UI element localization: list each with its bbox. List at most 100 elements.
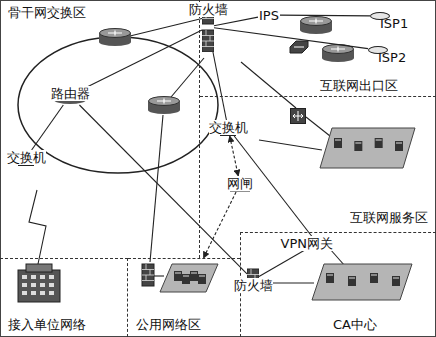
vpn-symbol bbox=[307, 241, 327, 245]
fw2-symbol bbox=[202, 30, 214, 52]
building-symbol bbox=[31, 291, 36, 295]
router-symbol bbox=[54, 91, 86, 100]
building-symbol bbox=[18, 264, 60, 302]
wireless-link bbox=[29, 190, 46, 264]
firewall-symbol bbox=[142, 264, 154, 286]
zone-heading: 公用网络区 bbox=[136, 317, 201, 332]
firewall-symbol bbox=[142, 280, 154, 281]
router-symbol bbox=[99, 29, 131, 47]
zone-heading: 接入单位网络 bbox=[8, 317, 86, 332]
device-label: 交换机 bbox=[209, 120, 248, 135]
switch-symbol bbox=[19, 151, 34, 166]
fw2-symbol bbox=[210, 8, 211, 14]
router-symbol bbox=[108, 31, 122, 36]
vpn-symbol bbox=[302, 238, 333, 249]
building-symbol bbox=[18, 270, 60, 302]
device-label: IPS bbox=[259, 8, 279, 23]
fw1-symbol bbox=[251, 269, 252, 275]
link-line bbox=[79, 105, 247, 274]
ips-symbol bbox=[294, 47, 304, 48]
building-symbol bbox=[22, 291, 27, 295]
firewall-symbol bbox=[146, 275, 147, 281]
device-label: 防火墙 bbox=[189, 2, 228, 17]
device-node: IPS bbox=[258, 8, 280, 22]
server-cluster bbox=[327, 274, 333, 276]
fw1-symbol bbox=[247, 269, 259, 291]
router-symbol bbox=[99, 38, 131, 46]
firewall-symbol bbox=[142, 275, 154, 276]
link-line bbox=[203, 192, 236, 258]
building-symbol bbox=[22, 283, 27, 287]
router-symbol bbox=[54, 96, 86, 104]
wire bbox=[241, 62, 296, 108]
link-line bbox=[32, 105, 64, 150]
ips-symbol bbox=[260, 9, 278, 21]
device-label: 交换机 bbox=[7, 150, 46, 165]
link-line bbox=[214, 28, 368, 49]
switch-symbol bbox=[223, 123, 233, 133]
device-label: 网闸 bbox=[227, 176, 253, 191]
server-cluster bbox=[312, 264, 412, 300]
server-cluster bbox=[320, 128, 415, 168]
zone-heading: CA中心 bbox=[333, 317, 377, 332]
link-line bbox=[213, 52, 226, 120]
zone-heading: 互联网出口区 bbox=[320, 78, 398, 93]
server-cluster bbox=[183, 275, 189, 277]
fw2-symbol bbox=[206, 30, 207, 36]
server-cluster bbox=[335, 139, 341, 141]
fw1-symbol bbox=[251, 280, 252, 286]
device-label: VPN网关 bbox=[281, 236, 333, 251]
fw2-symbol bbox=[206, 13, 207, 19]
fw2-symbol bbox=[202, 18, 214, 19]
fw2-symbol bbox=[202, 7, 214, 8]
wire bbox=[166, 58, 204, 103]
link-line bbox=[86, 30, 202, 88]
device-node: 交换机 bbox=[220, 120, 236, 136]
wire bbox=[306, 117, 330, 136]
server-cluster bbox=[375, 138, 383, 148]
router-symbol bbox=[100, 29, 131, 38]
device-node: 网闸 bbox=[230, 176, 250, 192]
server-cluster bbox=[395, 141, 403, 151]
server-cluster bbox=[320, 128, 415, 168]
server-cluster bbox=[370, 273, 378, 283]
ips-symbol bbox=[264, 15, 274, 16]
fw1-symbol bbox=[247, 274, 259, 275]
fw2-symbol bbox=[202, 46, 214, 47]
gap-symbol bbox=[233, 182, 247, 187]
server-cluster bbox=[393, 277, 399, 279]
router-symbol bbox=[322, 54, 354, 62]
zone-region: 骨干网交换区路由器交换机 bbox=[0, 0, 200, 258]
fw2-symbol bbox=[202, 13, 214, 14]
zone-region: 接入单位网络 bbox=[0, 258, 128, 337]
zone-region: CA中心VPN网关防火墙 bbox=[240, 232, 436, 337]
ips-symbol bbox=[290, 41, 308, 53]
device-label: ISP2 bbox=[378, 50, 406, 65]
building-symbol bbox=[40, 291, 45, 295]
server-cluster bbox=[354, 141, 362, 151]
link-line bbox=[280, 15, 370, 17]
switch-symbol bbox=[221, 121, 236, 136]
building-symbol bbox=[26, 264, 52, 272]
router-symbol bbox=[148, 106, 180, 114]
ips-symbol bbox=[290, 41, 308, 53]
switch-symbol bbox=[221, 121, 236, 136]
zone-region: 公用网络区 bbox=[128, 258, 240, 337]
fw1-symbol bbox=[255, 275, 256, 281]
building-symbol bbox=[49, 275, 54, 279]
router-symbol bbox=[301, 17, 332, 26]
device-label: ISP1 bbox=[380, 16, 408, 31]
fw2-symbol bbox=[210, 36, 211, 42]
server-cluster bbox=[182, 274, 190, 284]
building-symbol bbox=[22, 275, 27, 279]
server-cluster bbox=[198, 274, 206, 284]
switch-symbol bbox=[293, 111, 303, 121]
router-symbol bbox=[322, 45, 354, 63]
link-line bbox=[230, 136, 239, 176]
fw2-symbol bbox=[202, 2, 214, 52]
vpn-symbol bbox=[302, 238, 333, 249]
router-symbol bbox=[157, 99, 171, 104]
device-node: VPN网关 bbox=[301, 237, 333, 249]
server-cluster bbox=[191, 272, 197, 274]
firewall-symbol bbox=[142, 269, 154, 270]
